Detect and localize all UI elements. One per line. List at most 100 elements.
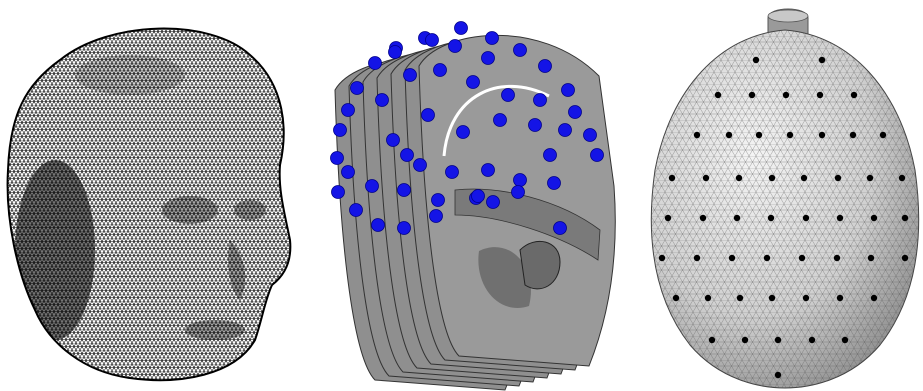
electrode-dot — [665, 215, 671, 221]
electrode — [529, 119, 542, 132]
electrode-dot — [803, 295, 809, 301]
electrode-dot — [817, 92, 823, 98]
electrode — [457, 126, 470, 139]
electrode-dot — [803, 215, 809, 221]
electrode — [569, 106, 582, 119]
electrode-dot — [880, 132, 886, 138]
electrode-dot — [851, 92, 857, 98]
electrode — [534, 94, 547, 107]
electrode — [455, 22, 468, 35]
electrode-dot — [834, 255, 840, 261]
electrode-dot — [736, 175, 742, 181]
electrode — [544, 149, 557, 162]
ovoid-mesh — [640, 25, 923, 391]
electrode-dot — [799, 255, 805, 261]
electrode-dot — [837, 295, 843, 301]
electrode — [389, 46, 402, 59]
electrode — [449, 40, 462, 53]
electrode-dot — [801, 175, 807, 181]
electrode — [487, 196, 500, 209]
head-mesh-panel — [0, 0, 300, 391]
electrode — [404, 69, 417, 82]
electrode-dot — [694, 132, 700, 138]
electrode-dot — [705, 295, 711, 301]
electrode — [494, 114, 507, 127]
electrode-dot — [715, 92, 721, 98]
electrode — [414, 159, 427, 172]
electrode-dot — [902, 215, 908, 221]
electrode-dot — [902, 255, 908, 261]
electrode-dot — [769, 295, 775, 301]
electrode — [350, 204, 363, 217]
electrode — [398, 222, 411, 235]
electrode-dot — [700, 215, 706, 221]
electrode-dot — [669, 175, 675, 181]
electrode-dot — [764, 255, 770, 261]
electrode — [387, 134, 400, 147]
electrode — [486, 32, 499, 45]
electrode-dot — [659, 255, 665, 261]
electrode — [559, 124, 572, 137]
electrode — [554, 222, 567, 235]
electrode — [502, 89, 515, 102]
electrode — [369, 57, 382, 70]
electrode-dot — [809, 337, 815, 343]
electrode-dot — [749, 92, 755, 98]
electrode — [482, 52, 495, 65]
electrode-dot — [787, 132, 793, 138]
ovoid-neck-cap — [768, 10, 808, 22]
head-slices-panel — [331, 22, 616, 391]
electrode — [591, 149, 604, 162]
electrode — [548, 177, 561, 190]
electrode-dot — [783, 92, 789, 98]
electrode — [514, 174, 527, 187]
electrode — [434, 64, 447, 77]
electrode-dot — [753, 57, 759, 63]
electrode — [366, 180, 379, 193]
electrode — [342, 166, 355, 179]
electrode — [422, 109, 435, 122]
electrode-dot — [703, 175, 709, 181]
electrode-dot — [729, 255, 735, 261]
electrode-dot — [842, 337, 848, 343]
ovoid-head-panel — [640, 9, 923, 391]
electrode — [446, 166, 459, 179]
electrode-dot — [775, 372, 781, 378]
electrode — [562, 84, 575, 97]
electrode-dot — [734, 215, 740, 221]
electrode — [351, 82, 364, 95]
electrode — [342, 104, 355, 117]
electrode-dot — [871, 295, 877, 301]
electrode-dot — [899, 175, 905, 181]
electrode — [426, 34, 439, 47]
electrode — [539, 60, 552, 73]
electrode — [482, 164, 495, 177]
electrode-dot — [737, 295, 743, 301]
electrode-dot — [709, 337, 715, 343]
electrode-dot — [871, 215, 877, 221]
electrode-dot — [868, 255, 874, 261]
electrode-dot — [768, 215, 774, 221]
electrode — [331, 152, 344, 165]
electrode-dot — [837, 215, 843, 221]
electrode — [430, 210, 443, 223]
electrode-dot — [756, 132, 762, 138]
electrode-dot — [742, 337, 748, 343]
electrode — [332, 186, 345, 199]
electrode-dot — [867, 175, 873, 181]
electrode-dot — [775, 337, 781, 343]
electrode — [401, 149, 414, 162]
electrode — [467, 76, 480, 89]
electrode — [334, 124, 347, 137]
electrode-dot — [819, 132, 825, 138]
electrode — [512, 186, 525, 199]
electrode — [376, 94, 389, 107]
electrode — [432, 194, 445, 207]
electrode-dot — [694, 255, 700, 261]
electrode — [398, 184, 411, 197]
electrode-dot — [769, 175, 775, 181]
electrode-dot — [673, 295, 679, 301]
electrode — [584, 129, 597, 142]
